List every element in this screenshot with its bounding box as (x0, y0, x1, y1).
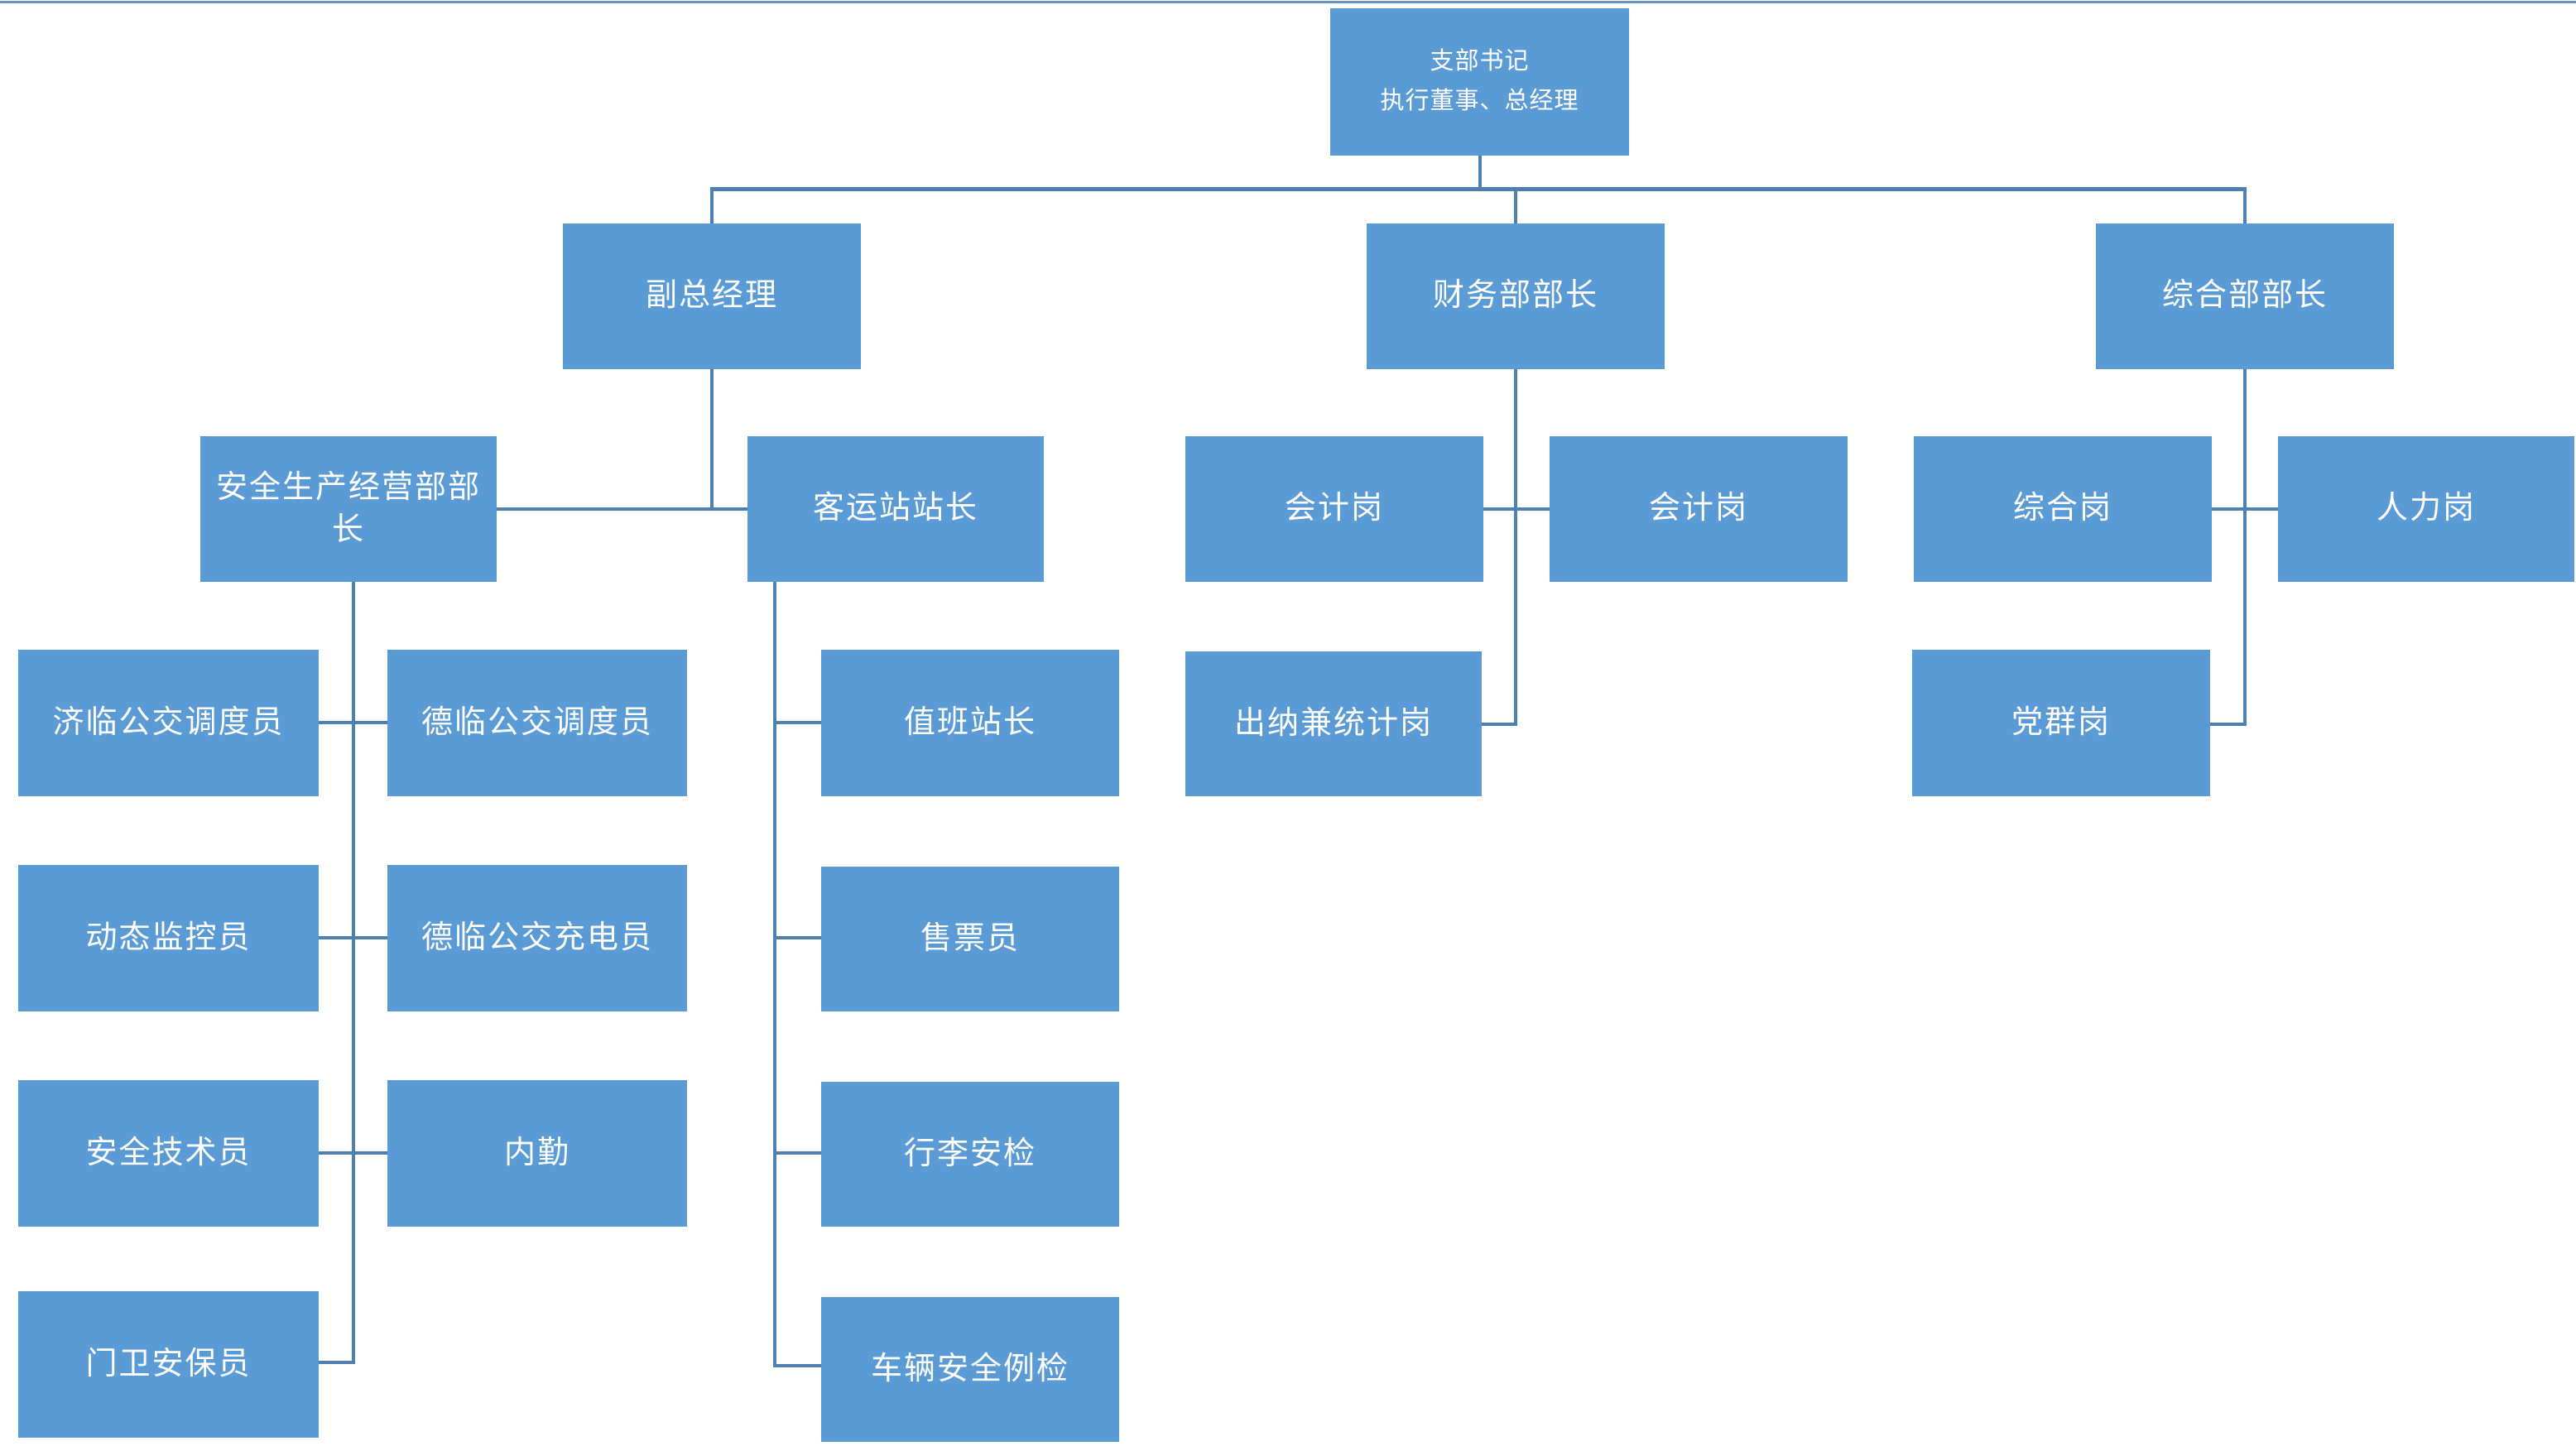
connector (2243, 190, 2247, 223)
org-node-party-masses-post: 党群岗 (1912, 650, 2210, 796)
org-node-vehicle-safety-routine-check: 车辆安全例检 (821, 1297, 1119, 1442)
connector (1482, 723, 1517, 726)
org-node-finance-dept-head: 财务部部长 (1367, 223, 1665, 369)
org-node-duty-station-master: 值班站长 (821, 650, 1119, 796)
connector (1514, 190, 1517, 223)
org-node-office-clerk: 内勤 (387, 1080, 687, 1227)
connector (2212, 507, 2278, 511)
connector (352, 582, 355, 1364)
connector (776, 721, 821, 724)
connector (1483, 507, 1550, 511)
connector (710, 369, 714, 509)
org-node-accounting-post-1: 会计岗 (1185, 436, 1483, 582)
connector (319, 721, 387, 724)
connector (776, 936, 821, 939)
org-node-delin-bus-charger: 德临公交充电员 (387, 865, 687, 1011)
connector (319, 1151, 387, 1155)
org-node-safety-production-dept-head: 安全生产经营部部 长 (200, 436, 497, 582)
connector (1478, 156, 1482, 190)
org-node-accounting-post-2: 会计岗 (1550, 436, 1848, 582)
org-node-general-post: 综合岗 (1914, 436, 2212, 582)
org-node-jilin-bus-dispatcher: 济临公交调度员 (18, 650, 319, 796)
org-node-dynamic-monitor: 动态监控员 (18, 865, 319, 1011)
org-node-deputy-gm: 副总经理 (563, 223, 861, 369)
org-node-cashier-statistics-post: 出纳兼统计岗 (1185, 651, 1482, 796)
connector (319, 1361, 355, 1364)
org-node-ticket-seller: 售票员 (821, 867, 1119, 1011)
org-node-general-dept-head: 综合部部长 (2096, 223, 2394, 369)
org-node-luggage-security-check: 行李安检 (821, 1082, 1119, 1227)
connector (773, 1364, 821, 1367)
org-node-delin-bus-dispatcher: 德临公交调度员 (387, 650, 687, 796)
org-node-gate-security-guard: 门卫安保员 (18, 1291, 319, 1438)
connector (319, 936, 387, 939)
org-node-passenger-station-master: 客运站站长 (747, 436, 1044, 582)
canvas-top-border (0, 1, 2576, 3)
connector (1514, 369, 1517, 726)
connector (773, 582, 776, 1367)
connector (710, 190, 714, 223)
connector (2210, 723, 2247, 726)
org-node-branch-secretary-gm: 支部书记 执行董事、总经理 (1330, 8, 1629, 156)
connector (776, 1151, 821, 1155)
org-node-safety-technician: 安全技术员 (18, 1080, 319, 1227)
org-node-hr-post: 人力岗 (2278, 436, 2574, 582)
connector (497, 507, 747, 511)
connector (2243, 369, 2247, 726)
connector (710, 187, 2247, 191)
